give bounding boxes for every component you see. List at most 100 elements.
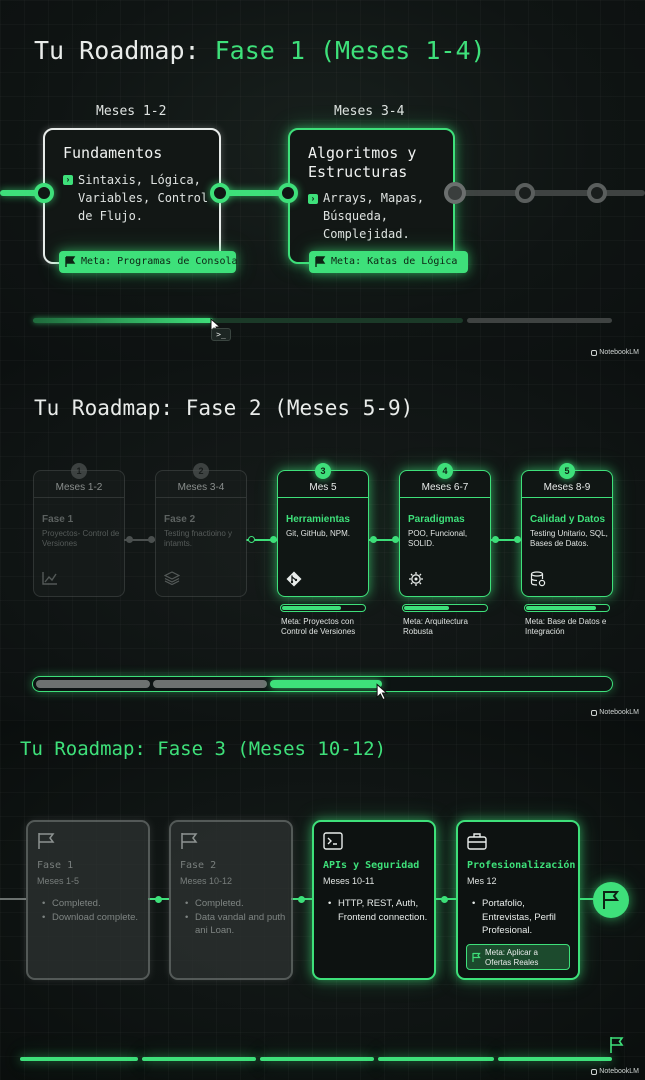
phase1-card-fundamentos[interactable]: Fundamentos › Sintaxis, Lógica, Variable… bbox=[43, 128, 221, 264]
card-meta: Meta: Arquitectura Robusta bbox=[403, 617, 468, 636]
phase3-progress-segment bbox=[142, 1057, 256, 1061]
finish-node[interactable] bbox=[593, 882, 629, 918]
phase2-card-calidad-datos[interactable]: Meses 8-9 Calidad y Datos Testing Unitar… bbox=[521, 470, 613, 597]
timeline-node-3[interactable] bbox=[278, 183, 298, 203]
card-list: Completed. Data vandal and puth ani Loan… bbox=[183, 897, 288, 938]
timeline-node-2[interactable] bbox=[210, 183, 230, 203]
terminal-prompt-badge: >_ bbox=[211, 328, 231, 341]
progress-segment-current bbox=[270, 680, 382, 688]
card-title: Calidad y Datos bbox=[530, 514, 606, 525]
progress-segment-done bbox=[153, 680, 267, 688]
notebooklm-logo: NotebookLM bbox=[591, 709, 639, 716]
flag-icon bbox=[603, 891, 619, 909]
card-body: Git, GitHub, NPM. bbox=[286, 529, 351, 538]
card-title: Fundamentos bbox=[63, 144, 163, 162]
phase3-progress-segment bbox=[260, 1057, 374, 1061]
notebooklm-logo: NotebookLM bbox=[591, 1068, 639, 1075]
terminal-icon: › bbox=[63, 175, 73, 185]
phase3-card-fase1[interactable]: Fase 1 Meses 1-5 Completed. Download com… bbox=[26, 820, 150, 980]
phase3-dot bbox=[298, 896, 305, 903]
card-meta: Meta: Base de Datos e Integración bbox=[525, 617, 607, 636]
phase1-card-algoritmos[interactable]: Algoritmos y Estructuras › Arrays, Mapas… bbox=[288, 128, 455, 264]
timeline-line-future bbox=[455, 190, 645, 196]
step-number: 2 bbox=[193, 463, 209, 479]
card-months: Meses 1-2 bbox=[55, 482, 103, 493]
card-list: HTTP, REST, Auth, Frontend connection. bbox=[326, 897, 431, 924]
phase2-dot bbox=[492, 536, 499, 543]
phase2-dot bbox=[126, 536, 133, 543]
timeline-line-middle bbox=[220, 190, 290, 196]
phase3-progress-segment bbox=[20, 1057, 138, 1061]
phase2-connector-1 bbox=[124, 539, 155, 541]
notebooklm-logo: NotebookLM bbox=[591, 349, 639, 356]
flag-icon bbox=[610, 1037, 624, 1053]
phase2-dot bbox=[370, 536, 377, 543]
layers-icon bbox=[164, 571, 180, 585]
card-subtitle: Meses 10-12 bbox=[180, 876, 233, 886]
card-title: Fase 1 bbox=[42, 514, 74, 525]
card-meta-badge: Meta: Aplicar a Ofertas Reales bbox=[466, 944, 570, 970]
card1-months: Meses 1-2 bbox=[96, 104, 167, 119]
phase2-card-herramientas[interactable]: Mes 5 Herramientas Git, GitHub, NPM. bbox=[277, 470, 369, 597]
card-title: Fase 2 bbox=[180, 860, 217, 871]
flag-icon bbox=[65, 256, 76, 267]
gear-icon bbox=[409, 572, 423, 586]
flag-icon bbox=[181, 833, 198, 849]
flag-icon bbox=[38, 833, 55, 849]
timeline-node-1[interactable] bbox=[34, 183, 54, 203]
phase3-connector bbox=[0, 898, 26, 900]
phase1-title: Tu Roadmap: Fase 1 (Meses 1-4) bbox=[34, 36, 486, 65]
timeline-node-6[interactable] bbox=[587, 183, 607, 203]
git-icon bbox=[286, 571, 302, 587]
card1-meta-badge: Meta: Programas de Consola bbox=[59, 251, 238, 273]
phase2-connector-2 bbox=[246, 539, 277, 541]
phase3-progress-segment bbox=[498, 1057, 612, 1061]
card-title: Algoritmos y Estructuras bbox=[308, 144, 417, 181]
phase2-card-paradigmas[interactable]: Meses 6-7 Paradigmas POO, Funcional, SOL… bbox=[399, 470, 491, 597]
timeline-node-5[interactable] bbox=[515, 183, 535, 203]
card-months: Mes 5 bbox=[309, 482, 337, 493]
card-body: Testing fnactioino y intamts. bbox=[164, 529, 233, 548]
card-title: Paradigmas bbox=[408, 514, 465, 525]
progress-bar bbox=[524, 604, 610, 612]
cursor-icon bbox=[376, 683, 389, 701]
phase2-dot bbox=[148, 536, 155, 543]
terminal-icon: › bbox=[308, 194, 318, 204]
timeline-line-start bbox=[0, 190, 44, 196]
phase2-dot bbox=[514, 536, 521, 543]
phase3-card-apis-seguridad[interactable]: APIs y Seguridad Meses 10-11 HTTP, REST,… bbox=[312, 820, 436, 980]
card-subtitle: Meses 10-11 bbox=[323, 876, 375, 886]
phase2-dot bbox=[248, 536, 255, 543]
phase3-title: Tu Roadmap: Fase 3 (Meses 10-12) bbox=[20, 738, 387, 760]
phase3-progress-segment bbox=[378, 1057, 494, 1061]
phase2-card-fase2[interactable]: Meses 3-4 Fase 2 Testing fnactioino y in… bbox=[155, 470, 247, 597]
phase2-title: Tu Roadmap: Fase 2 (Meses 5-9) bbox=[34, 396, 414, 420]
chart-line-icon bbox=[42, 572, 57, 585]
phase3-dot bbox=[441, 896, 448, 903]
card2-months: Meses 3-4 bbox=[334, 104, 405, 119]
timeline-node-4[interactable] bbox=[444, 182, 466, 204]
terminal-icon bbox=[323, 832, 343, 850]
card-months: Meses 8-9 bbox=[543, 482, 591, 493]
card-months: Meses 6-7 bbox=[421, 482, 469, 493]
card-months: Meses 3-4 bbox=[177, 482, 225, 493]
card-title: Fase 2 bbox=[164, 514, 196, 525]
phase2-card-fase1[interactable]: Meses 1-2 Fase 1 Proyectos- Control de V… bbox=[33, 470, 125, 597]
phase3-card-profesionalizacion[interactable]: Profesionalización Mes 12 Portafolio, En… bbox=[456, 820, 580, 980]
card-body: Sintaxis, Lógica, Variables, Control de … bbox=[78, 173, 209, 223]
phase3-dot bbox=[155, 896, 162, 903]
card-body: Arrays, Mapas, Búsqueda, Complejidad. bbox=[323, 191, 425, 241]
phase2-dot bbox=[270, 536, 277, 543]
phase1-progress-remaining bbox=[467, 318, 612, 323]
phase2-connector-4 bbox=[490, 539, 521, 541]
phase2-dot bbox=[392, 536, 399, 543]
card-title: Herramientas bbox=[286, 514, 350, 525]
card-title: Fase 1 bbox=[37, 860, 74, 871]
card-subtitle: Mes 12 bbox=[467, 876, 497, 886]
phase3-card-fase2[interactable]: Fase 2 Meses 10-12 Completed. Data vanda… bbox=[169, 820, 293, 980]
progress-segment-done bbox=[36, 680, 150, 688]
step-number: 4 bbox=[437, 463, 453, 479]
step-number: 3 bbox=[315, 463, 331, 479]
database-icon bbox=[530, 571, 546, 587]
step-number: 1 bbox=[71, 463, 87, 479]
